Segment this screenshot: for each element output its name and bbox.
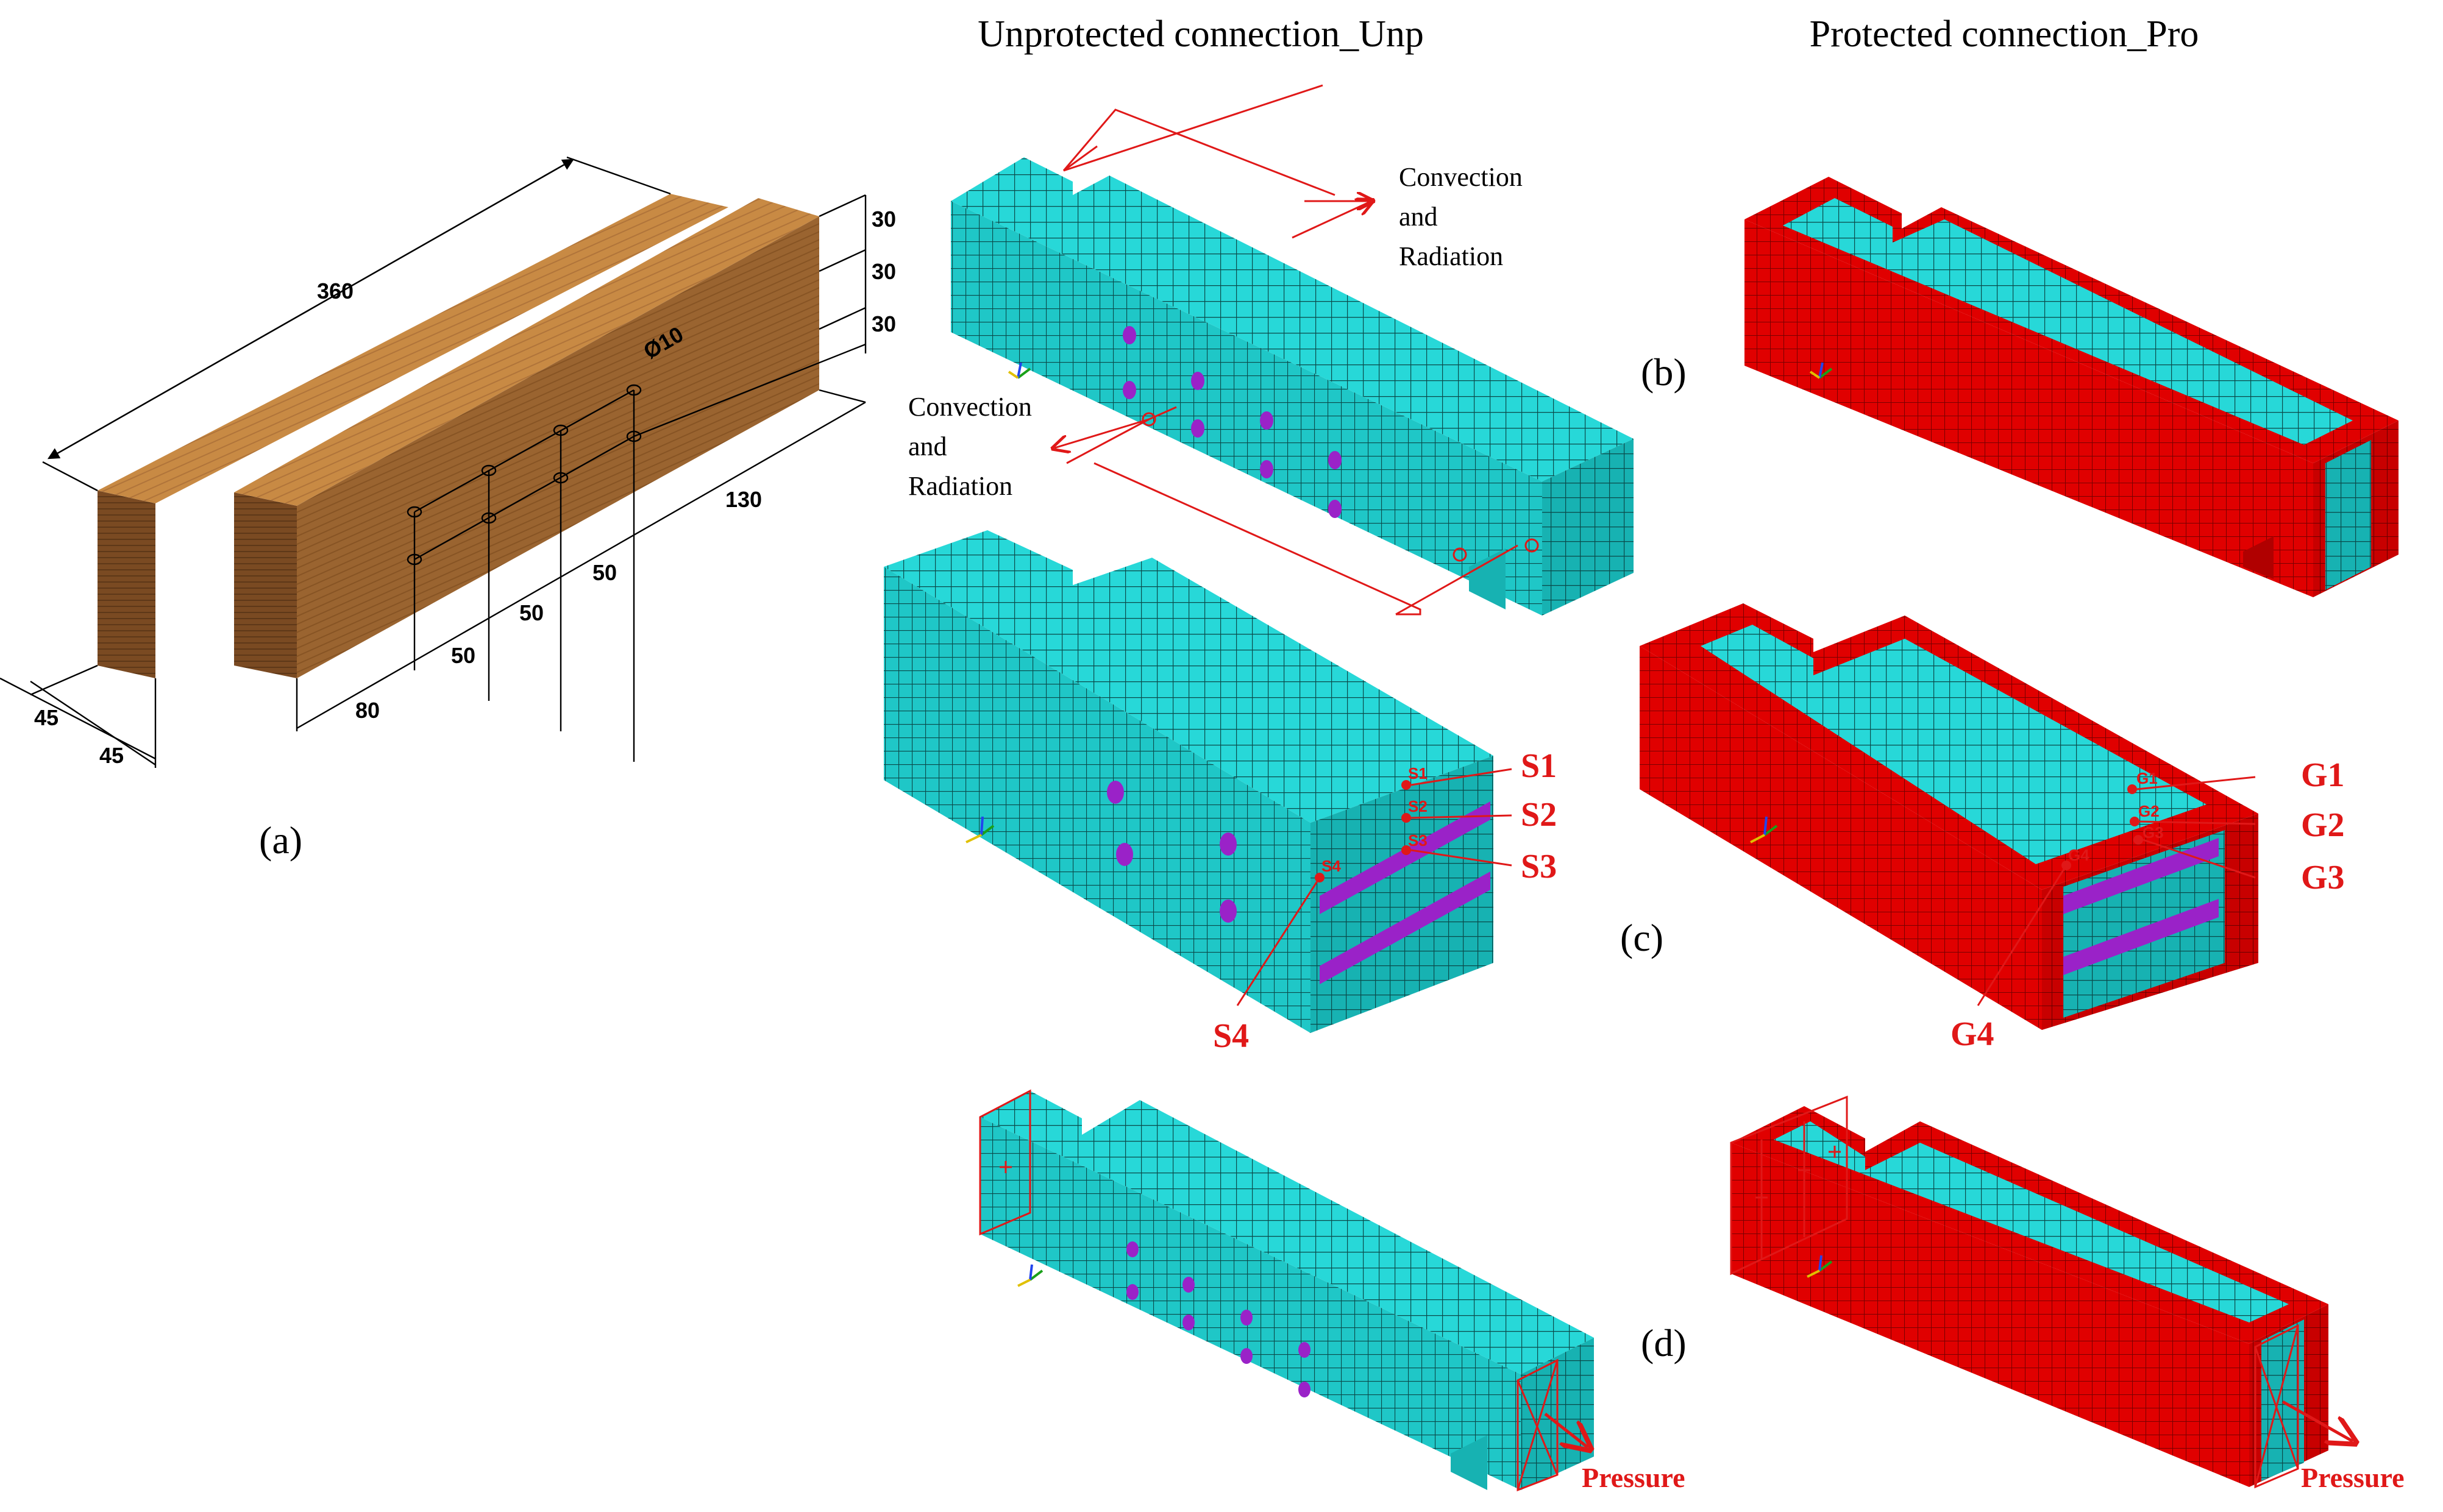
sensor-label-s1: S1 bbox=[1521, 747, 1557, 785]
fixed-support-left bbox=[979, 1089, 1031, 1236]
sensor-label-g4: G4 bbox=[1950, 1015, 1994, 1053]
pro-d-top-cyan bbox=[1774, 1121, 2289, 1322]
sensor-label-s2: S2 bbox=[1521, 796, 1557, 834]
dim-end-distance: 130 bbox=[725, 487, 762, 512]
pro-c-end-cyan bbox=[2063, 830, 2225, 1018]
header-unprotected: Unprotected connection_Unp bbox=[978, 13, 1424, 55]
pro-b-top-cyan bbox=[1783, 198, 2353, 445]
mesh-protected-b bbox=[1744, 177, 2399, 597]
axis-triad-pro-d bbox=[1807, 1255, 1833, 1278]
panel-label-d: (d) bbox=[1641, 1321, 1687, 1365]
axis-triad-c bbox=[965, 816, 995, 843]
left-block-end bbox=[98, 491, 155, 678]
fixed-support-right bbox=[1730, 1095, 1848, 1276]
sensor-small-s3: S3 bbox=[1408, 831, 1428, 850]
panel-label-a: (a) bbox=[259, 818, 302, 862]
pro-d-side bbox=[1731, 1143, 2249, 1487]
axis-triad-d bbox=[1017, 1264, 1044, 1287]
header-protected: Protected connection_Pro bbox=[1810, 13, 2199, 55]
sensor-small-g3: G3 bbox=[2143, 823, 2164, 842]
pro-b-end-cyan bbox=[2325, 440, 2371, 590]
pressure-face-right bbox=[2254, 1324, 2299, 1489]
timber-drawing: 360 30 30 30 Ø10 130 50 50 50 80 45 45 bbox=[0, 156, 896, 768]
dim-height-2: 30 bbox=[872, 259, 896, 284]
pro-d-end-cyan bbox=[2261, 1319, 2304, 1481]
dim-spacing-2: 50 bbox=[519, 600, 544, 625]
right-block-top bbox=[234, 198, 819, 506]
sensor-label-s3: S3 bbox=[1521, 848, 1557, 886]
convection-left-line1: Convection bbox=[908, 392, 1032, 422]
left-block-top bbox=[98, 194, 728, 503]
mesh-protected-d bbox=[1730, 1095, 2353, 1489]
mesh-c-side bbox=[884, 567, 1310, 1033]
bolt-pro-c-lower bbox=[2063, 899, 2219, 975]
mesh-b-end bbox=[1542, 439, 1634, 616]
pro-b-notch bbox=[2243, 536, 2274, 579]
mesh-unprotected-d bbox=[979, 1089, 1594, 1492]
sensor-label-g2: G2 bbox=[2301, 806, 2345, 844]
pro-c-side bbox=[1640, 646, 2042, 1030]
axis-triad-pro-b bbox=[1809, 362, 1833, 379]
convection-top-line2: and bbox=[1399, 202, 1438, 232]
mesh-unprotected-c bbox=[884, 530, 1493, 1033]
axis-triad-b bbox=[1008, 362, 1031, 379]
sensor-small-g4: G4 bbox=[2068, 846, 2089, 864]
pro-b-side bbox=[1744, 219, 2313, 597]
right-block-end bbox=[234, 492, 297, 678]
bolt-c-upper bbox=[1320, 801, 1490, 914]
dim-height-3: 30 bbox=[872, 311, 896, 336]
axis-triad-pro-c bbox=[1750, 816, 1778, 843]
sensor-small-g2: G2 bbox=[2138, 802, 2160, 820]
convection-left-line2: and bbox=[908, 431, 947, 461]
bolt-pro-c-upper bbox=[2063, 838, 2219, 914]
mesh-d-notch bbox=[1451, 1435, 1487, 1490]
convection-top-line1: Convection bbox=[1399, 162, 1523, 192]
sensor-small-s1: S1 bbox=[1408, 764, 1428, 783]
mesh-c-top bbox=[884, 530, 1493, 823]
dim-height-1: 30 bbox=[872, 207, 896, 232]
mesh-unprotected-b bbox=[951, 157, 1634, 616]
mesh-d-side bbox=[980, 1117, 1521, 1490]
mesh-b-side bbox=[951, 201, 1542, 616]
dim-edge: 80 bbox=[355, 698, 380, 723]
sensor-label-s4: S4 bbox=[1213, 1017, 1249, 1055]
mesh-d-top bbox=[980, 1091, 1594, 1374]
pro-c-top-cyan bbox=[1701, 625, 2207, 864]
bolt-c-lower bbox=[1320, 871, 1490, 984]
panel-label-b: (b) bbox=[1641, 350, 1687, 394]
dim-width-1: 45 bbox=[34, 705, 59, 730]
sensor-small-g1: G1 bbox=[2136, 769, 2158, 787]
right-block-side bbox=[297, 216, 819, 678]
pressure-label-left: Pressure bbox=[1582, 1462, 1685, 1493]
dim-width-2: 45 bbox=[99, 743, 124, 768]
convection-left-line3: Radiation bbox=[908, 471, 1012, 501]
mesh-b-top bbox=[951, 157, 1634, 481]
sensor-label-g3: G3 bbox=[2301, 859, 2345, 896]
pressure-face-left bbox=[1517, 1358, 1559, 1492]
dim-spacing-3: 50 bbox=[451, 643, 475, 668]
convection-top-line3: Radiation bbox=[1399, 241, 1503, 271]
panel-label-c: (c) bbox=[1620, 916, 1663, 959]
sensor-small-s2: S2 bbox=[1408, 797, 1428, 815]
pressure-label-right: Pressure bbox=[2301, 1462, 2405, 1493]
sensor-label-g1: G1 bbox=[2301, 756, 2345, 794]
dim-length: 360 bbox=[317, 279, 354, 303]
dim-spacing-1: 50 bbox=[592, 560, 617, 585]
sensor-small-s4: S4 bbox=[1321, 857, 1341, 875]
mesh-b-notch bbox=[1469, 548, 1506, 609]
mesh-protected-c bbox=[1640, 603, 2258, 1030]
